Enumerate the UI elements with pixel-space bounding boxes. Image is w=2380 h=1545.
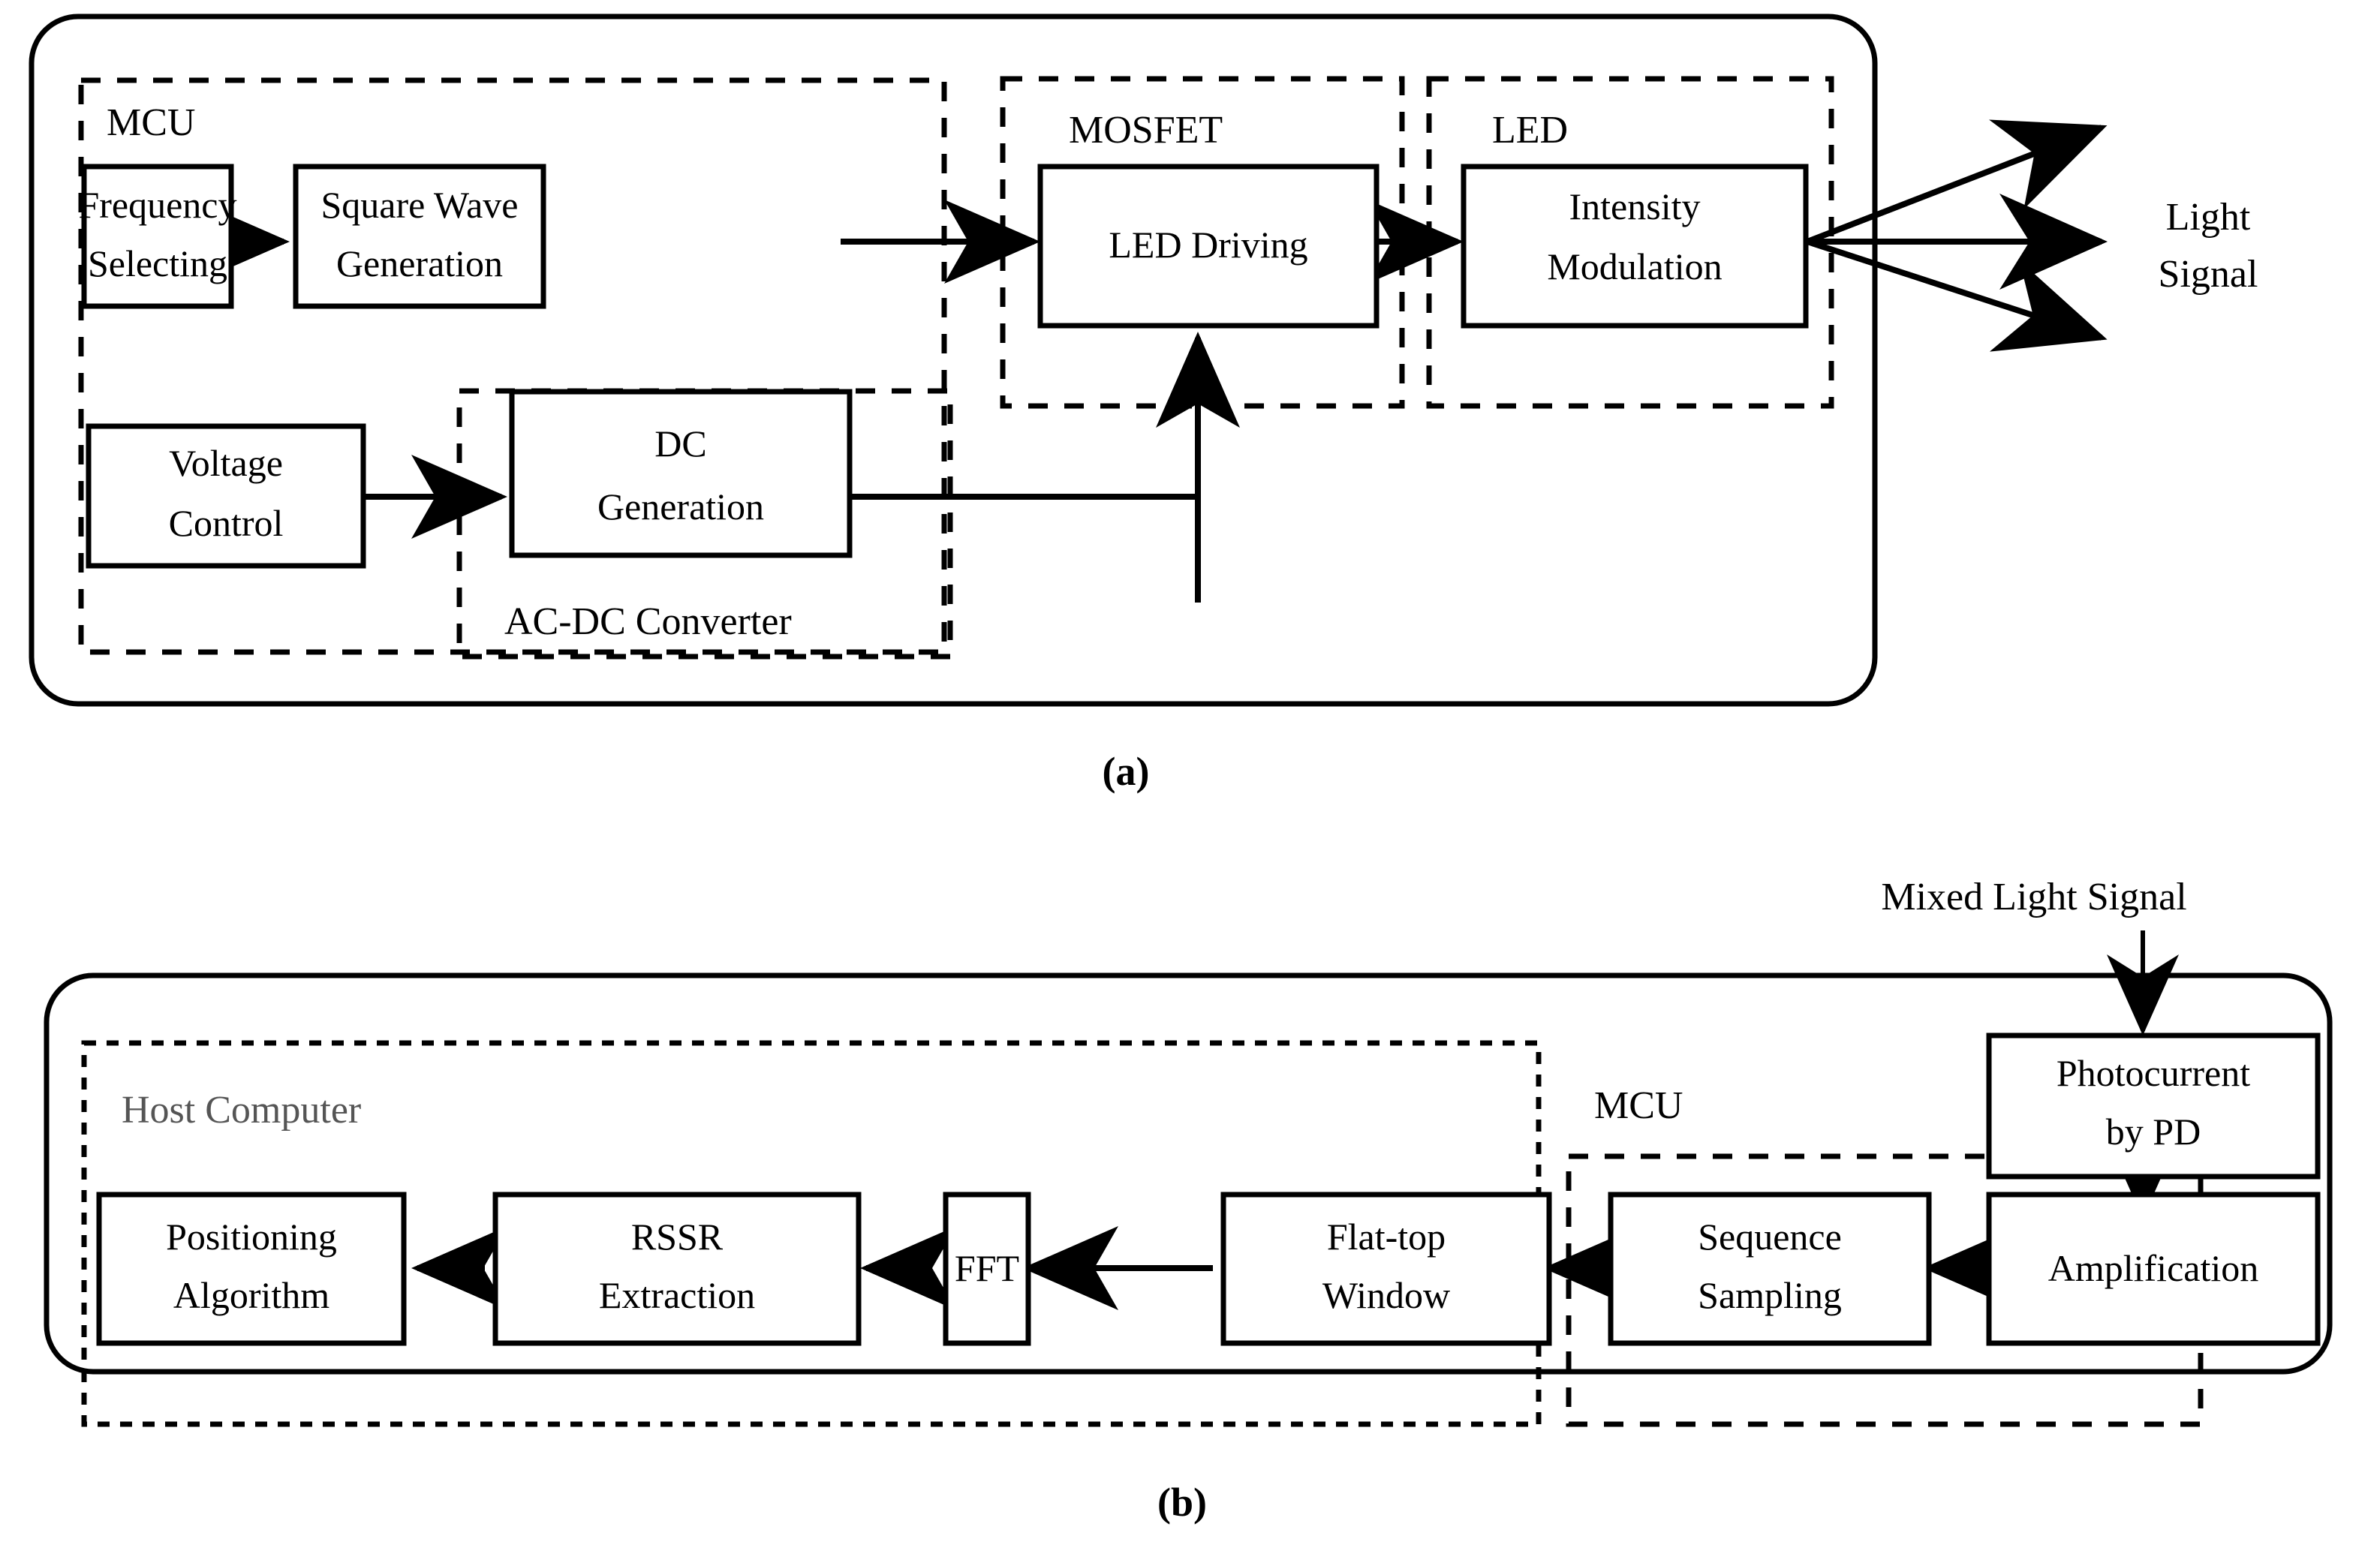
block-frequency-selecting[interactable] <box>81 164 234 309</box>
panel-a-outer-enclosure <box>29 14 1878 707</box>
block-label-flat-top-window-line2: Window <box>1322 1274 1450 1316</box>
light-ray-down <box>1806 239 2108 352</box>
block-label-square-wave-generation-line1: Square Wave <box>320 184 518 226</box>
group-label-mcu-a: MCU <box>107 101 195 144</box>
block-label-positioning-algorithm-line1: Positioning <box>166 1216 337 1258</box>
block-square-wave-generation[interactable] <box>293 164 546 309</box>
block-label-voltage-control-line2: Control <box>169 502 284 544</box>
block-label-dc-generation-line2: Generation <box>597 485 764 528</box>
block-voltage-control[interactable] <box>86 423 366 569</box>
block-dc-generation[interactable] <box>509 389 853 558</box>
block-label-sequence-sampling-line1: Sequence <box>1698 1216 1842 1258</box>
block-label-frequency-selecting-line1: Frequency <box>78 184 236 226</box>
panel-b: Mixed Light Signal Host Computer MCU Pos… <box>44 876 2333 1525</box>
group-label-mcu-b: MCU <box>1594 1084 1683 1127</box>
group-mosfet <box>1000 76 1405 409</box>
block-flat-top-window[interactable] <box>1220 1192 1552 1346</box>
block-label-sequence-sampling-line2: Sampling <box>1698 1274 1842 1316</box>
panel-b-outer-enclosure <box>44 972 2333 1375</box>
block-photocurrent-by-pd[interactable] <box>1986 1033 2321 1180</box>
block-intensity-modulation[interactable] <box>1461 164 1809 329</box>
caption-b: (b) <box>1157 1480 1207 1525</box>
block-label-intensity-modulation-line2: Modulation <box>1547 245 1722 287</box>
block-label-fft: FFT <box>955 1247 1019 1289</box>
block-label-flat-top-window-line1: Flat-top <box>1327 1216 1446 1258</box>
block-label-photocurrent-line2: by PD <box>2106 1111 2201 1153</box>
block-label-intensity-modulation-line1: Intensity <box>1569 185 1701 227</box>
group-label-host-computer: Host Computer <box>122 1089 361 1132</box>
light-ray-up <box>1806 119 2108 245</box>
caption-a: (a) <box>1103 749 1150 794</box>
group-label-mosfet: MOSFET <box>1069 109 1223 152</box>
block-sequence-sampling[interactable] <box>1608 1192 1932 1346</box>
block-label-square-wave-generation-line2: Generation <box>336 242 503 284</box>
light-signal-label-line2: Signal <box>2159 253 2258 296</box>
block-label-rssr-extraction-line1: RSSR <box>631 1216 724 1258</box>
block-label-positioning-algorithm-line2: Algorithm <box>173 1274 329 1316</box>
block-label-dc-generation-line1: DC <box>654 422 706 464</box>
block-label-voltage-control-line1: Voltage <box>169 442 283 484</box>
block-rssr-extraction[interactable] <box>492 1192 862 1346</box>
group-label-acdc-converter: AC-DC Converter <box>504 600 792 643</box>
block-label-rssr-extraction-line2: Extraction <box>599 1274 755 1316</box>
block-label-photocurrent-line1: Photocurrent <box>2057 1052 2250 1094</box>
light-signal-label-line1: Light <box>2166 196 2251 239</box>
connector-dc-to-driving <box>850 332 1240 603</box>
block-positioning-algorithm[interactable] <box>96 1192 407 1346</box>
block-label-led-driving: LED Driving <box>1109 224 1307 266</box>
block-fft[interactable] <box>943 1192 1031 1346</box>
block-led-driving[interactable] <box>1037 164 1380 329</box>
group-label-led: LED <box>1492 109 1568 152</box>
block-label-frequency-selecting-line2: Selecting <box>88 242 227 284</box>
block-label-amplification: Amplification <box>2048 1247 2259 1289</box>
block-amplification[interactable] <box>1986 1192 2321 1346</box>
mixed-light-signal-label: Mixed Light Signal <box>1881 876 2186 918</box>
panel-a: MCU AC-DC Converter MOSFET LED Frequency… <box>29 14 2258 794</box>
